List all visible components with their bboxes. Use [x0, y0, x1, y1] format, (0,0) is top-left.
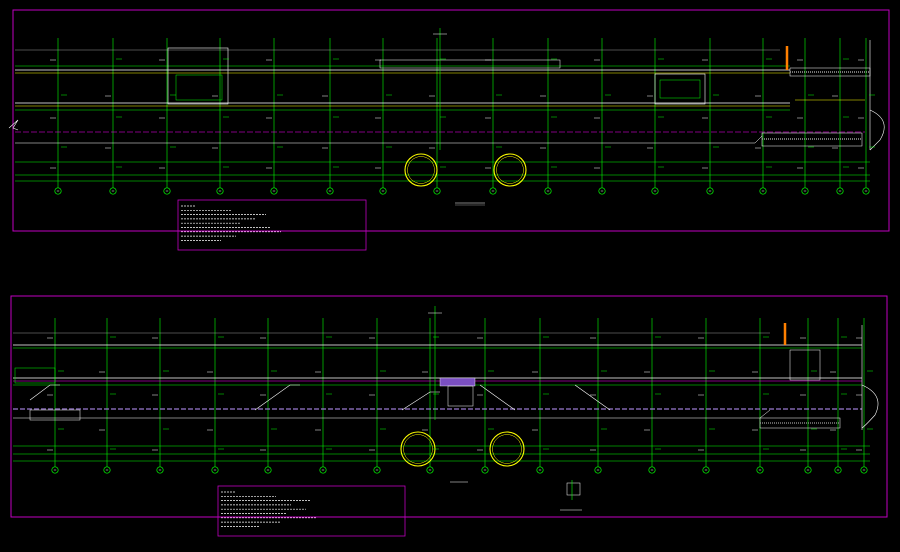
axis-bubble — [702, 466, 710, 474]
plan-grid-axes — [54, 38, 870, 195]
axis-bubble — [598, 187, 606, 195]
axis-bubble — [862, 187, 870, 195]
axis-bubble — [51, 466, 59, 474]
plan-view-frame — [12, 9, 890, 232]
axis-bubble — [544, 187, 552, 195]
axis-bubble — [801, 187, 809, 195]
plan-notes-box[interactable] — [177, 199, 367, 251]
axis-bubble — [834, 466, 842, 474]
axis-bubble — [706, 187, 714, 195]
axis-bubble — [489, 187, 497, 195]
plan-dimension-marks — [50, 58, 875, 169]
axis-bubble — [379, 187, 387, 195]
axis-bubble — [326, 187, 334, 195]
axis-bubble — [756, 466, 764, 474]
axis-bubble — [216, 187, 224, 195]
axis-bubble — [433, 187, 441, 195]
section-view-frame — [10, 295, 888, 518]
axis-bubble — [759, 187, 767, 195]
axis-bubble — [109, 187, 117, 195]
axis-bubble — [426, 466, 434, 474]
axis-bubble — [648, 466, 656, 474]
plan-notes-text-lines — [181, 205, 281, 241]
axis-bubble — [54, 187, 62, 195]
axis-bubble — [594, 466, 602, 474]
axis-bubble — [860, 466, 868, 474]
axis-bubble — [270, 187, 278, 195]
section-grid-axes — [51, 318, 868, 474]
section-view-sheet[interactable] — [10, 295, 888, 537]
axis-bubble — [651, 187, 659, 195]
section-notes-text-lines — [221, 491, 316, 527]
section-notes-box[interactable] — [217, 485, 406, 537]
axis-bubble — [211, 466, 219, 474]
section-structure-lines — [13, 306, 879, 511]
plan-view-sheet[interactable] — [8, 9, 890, 251]
axis-bubble — [103, 466, 111, 474]
plan-structure-lines — [8, 28, 885, 206]
axis-bubble — [836, 187, 844, 195]
axis-bubble — [156, 466, 164, 474]
axis-bubble — [319, 466, 327, 474]
axis-bubble — [163, 187, 171, 195]
section-dimension-marks — [47, 336, 873, 451]
axis-bubble — [536, 466, 544, 474]
axis-bubble — [264, 466, 272, 474]
axis-bubble — [804, 466, 812, 474]
axis-bubble — [481, 466, 489, 474]
axis-bubble — [373, 466, 381, 474]
